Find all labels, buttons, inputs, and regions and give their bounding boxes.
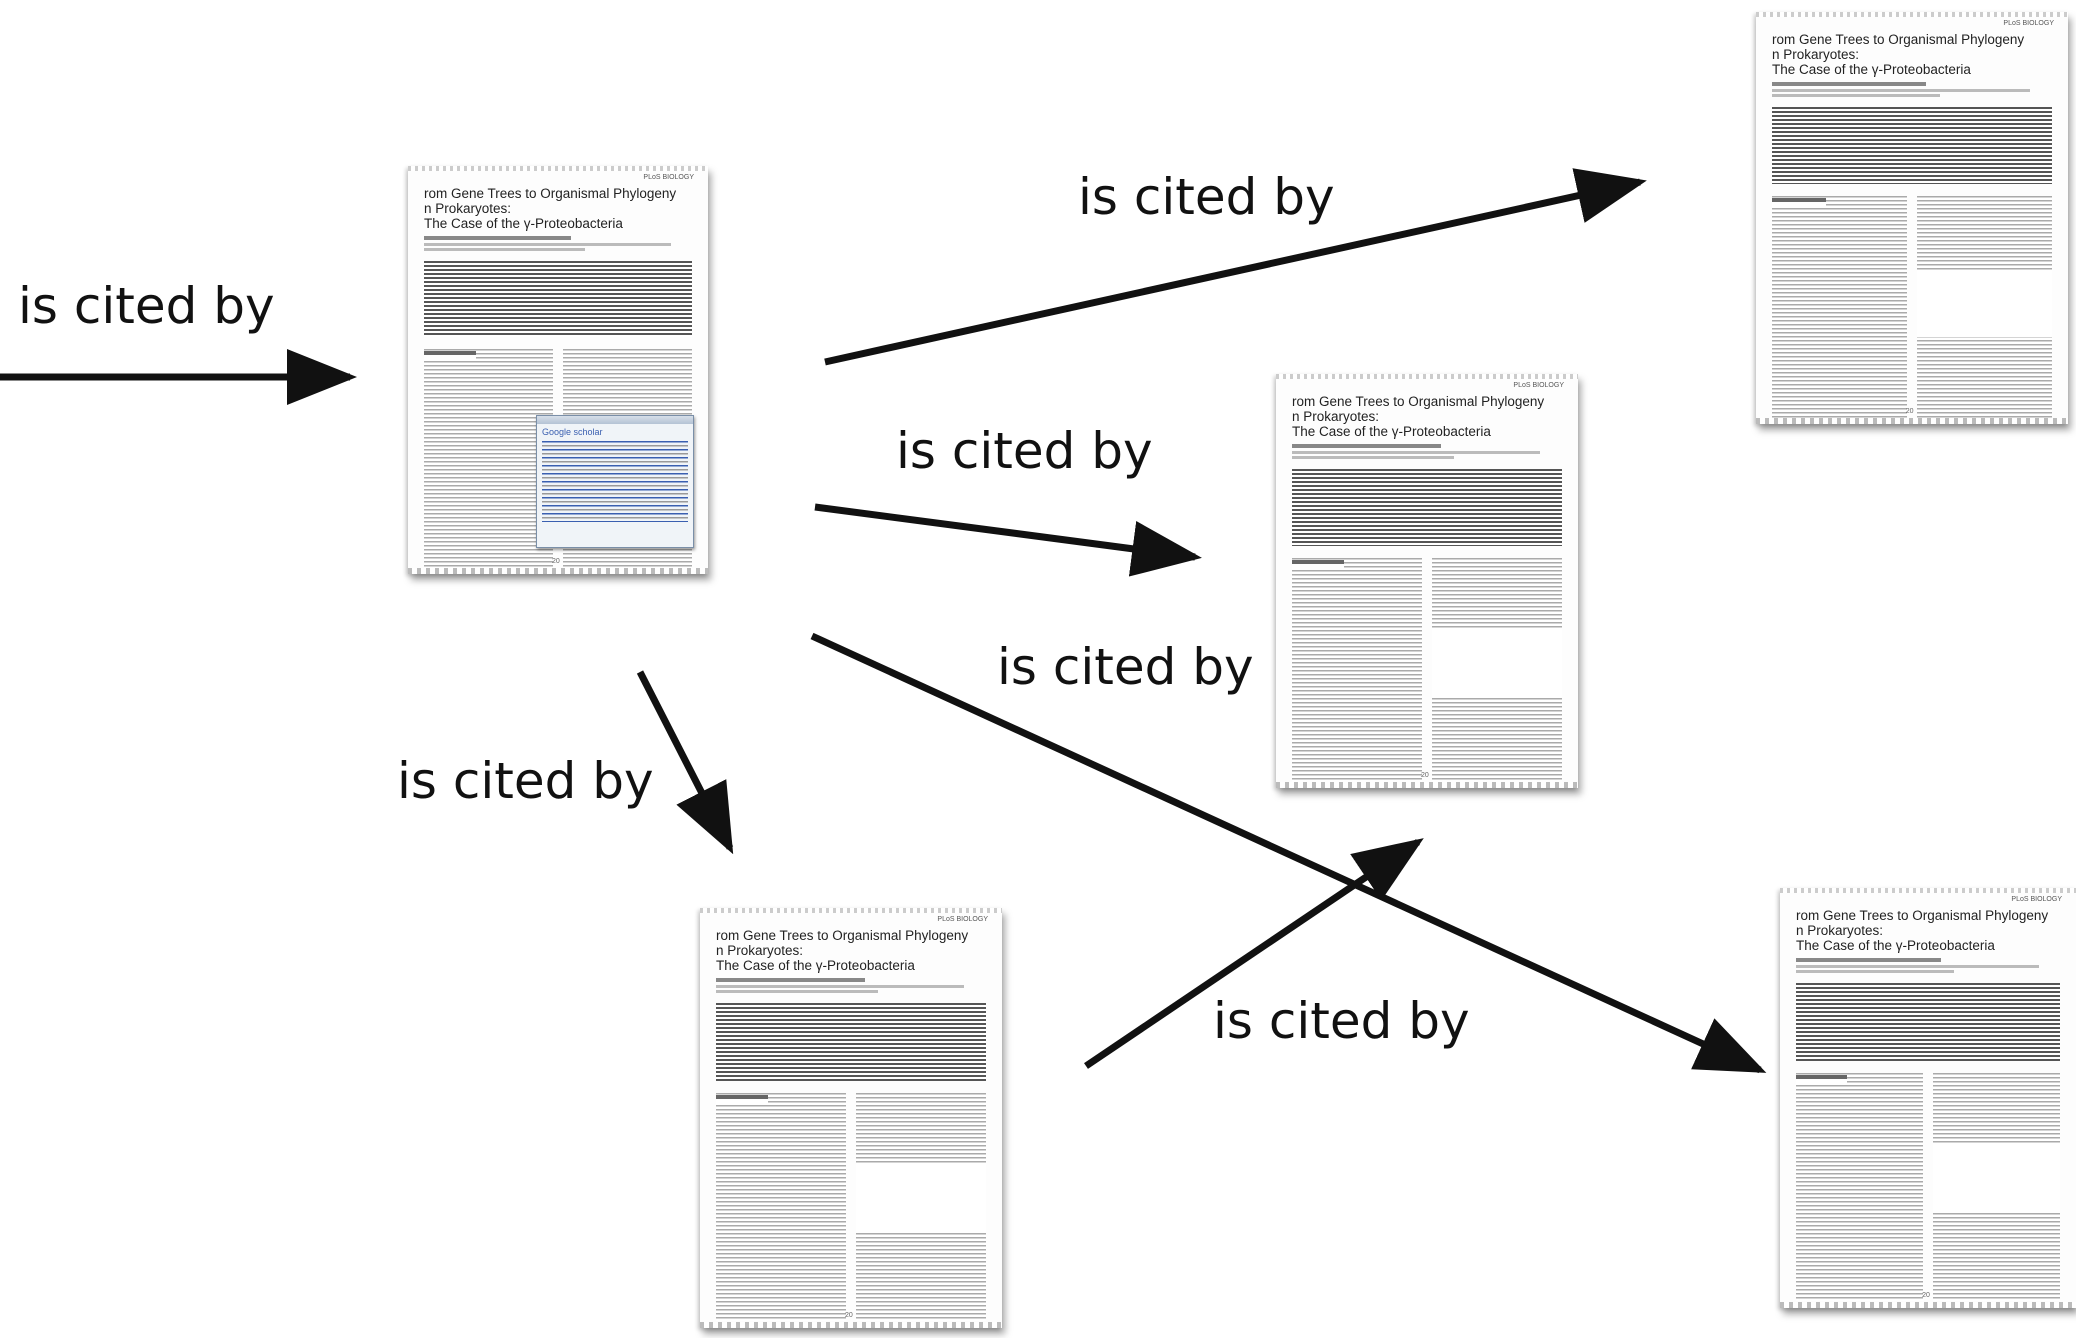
search-engine-logo: Google scholar bbox=[542, 427, 603, 438]
paper-abstract bbox=[1796, 983, 2060, 1062]
edge-label-bottom: is cited by bbox=[397, 752, 654, 810]
paper-bottom: PLoS BIOLOGY rom Gene Trees to Organisma… bbox=[700, 908, 1002, 1328]
paper-abstract bbox=[1772, 107, 2052, 184]
paper-abstract bbox=[424, 261, 692, 337]
paper-title: rom Gene Trees to Organismal Phylogeny n… bbox=[1796, 908, 2049, 953]
edge-label-bottom-right: is cited by bbox=[997, 638, 1254, 696]
arrow-to-top-right-paper bbox=[824, 168, 1647, 366]
paper-journal: PLoS BIOLOGY bbox=[2003, 20, 2054, 27]
paper-title: rom Gene Trees to Organismal Phylogeny n… bbox=[1772, 32, 2025, 77]
paper-page-number: 20 bbox=[552, 558, 560, 565]
paper-journal: PLoS BIOLOGY bbox=[937, 916, 988, 923]
paper-title: rom Gene Trees to Organismal Phylogeny n… bbox=[424, 186, 677, 231]
paper-abstract bbox=[1292, 469, 1562, 547]
paper-page-number: 20 bbox=[1420, 772, 1429, 779]
search-results-inset: Google scholar bbox=[536, 415, 694, 548]
paper-page-number: 20 bbox=[844, 1312, 853, 1319]
paper-page-number: 20 bbox=[1922, 1292, 1930, 1299]
arrow-to-middle-paper bbox=[814, 503, 1202, 577]
paper-title: rom Gene Trees to Organismal Phylogeny n… bbox=[716, 928, 969, 973]
arrow-to-bottom-paper bbox=[636, 670, 734, 855]
paper-bottom-right: PLoS BIOLOGY rom Gene Trees to Organisma… bbox=[1780, 888, 2076, 1308]
edge-label-lower-middle: is cited by bbox=[1213, 992, 1470, 1050]
paper-central: PLoS BIOLOGY rom Gene Trees to Organisma… bbox=[408, 166, 708, 574]
arrow-bottom-paper-to-middle-paper bbox=[1084, 838, 1424, 1069]
arrow-to-bottom-right-paper bbox=[810, 632, 1767, 1074]
edge-label-top-right: is cited by bbox=[1078, 168, 1335, 226]
edge-label-incoming: is cited by bbox=[18, 277, 275, 335]
paper-top-right: PLoS BIOLOGY rom Gene Trees to Organisma… bbox=[1756, 12, 2068, 424]
paper-abstract bbox=[716, 1003, 986, 1082]
paper-journal: PLoS BIOLOGY bbox=[1513, 382, 1564, 389]
paper-journal: PLoS BIOLOGY bbox=[643, 174, 694, 181]
paper-journal: PLoS BIOLOGY bbox=[2011, 896, 2062, 903]
paper-title: rom Gene Trees to Organismal Phylogeny n… bbox=[1292, 394, 1545, 439]
paper-middle: PLoS BIOLOGY rom Gene Trees to Organisma… bbox=[1276, 374, 1578, 788]
edge-label-middle: is cited by bbox=[896, 422, 1153, 480]
paper-page-number: 20 bbox=[1905, 408, 1914, 415]
